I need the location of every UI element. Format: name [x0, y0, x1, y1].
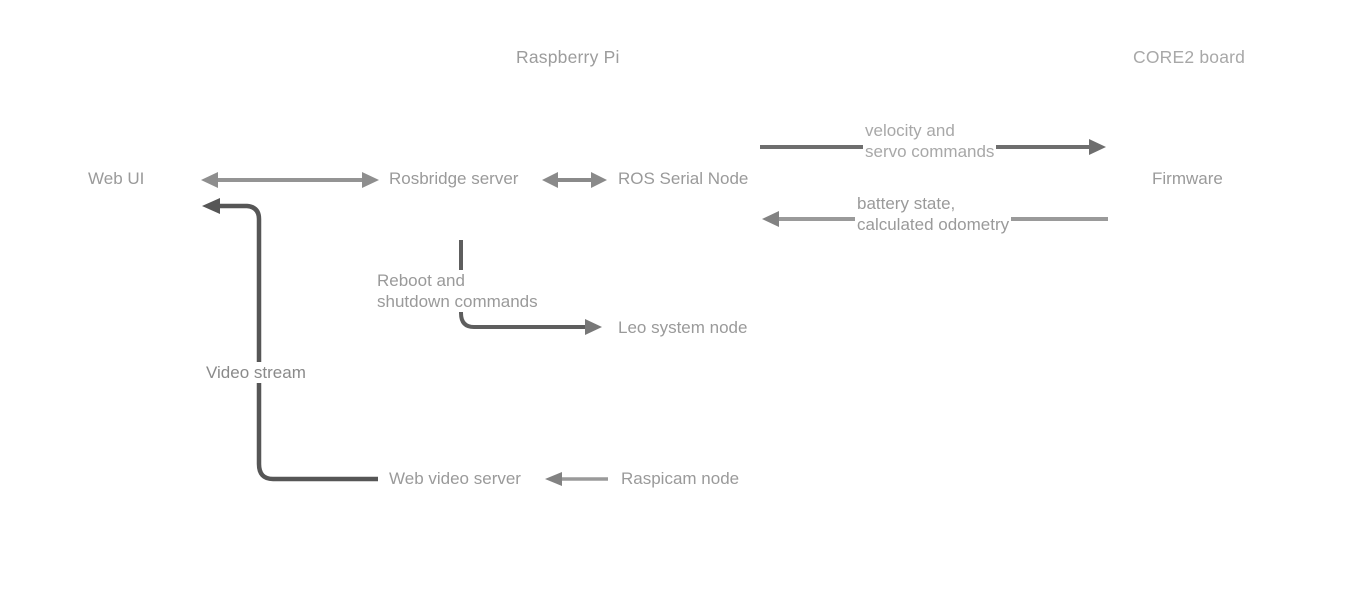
edge-label-reboot-shutdown: Reboot and shutdown commands [375, 270, 540, 312]
edge-raspicam-webvideo [545, 472, 608, 486]
edge-rosbridge-rosserial [542, 172, 607, 188]
group-title-core2-board: CORE2 board [1131, 47, 1248, 68]
node-leo-system-node: Leo system node [616, 317, 750, 338]
edge-webui-rosbridge [201, 172, 379, 188]
arrowhead-right-icon [591, 172, 607, 188]
edge-label-velocity-servo-commands: velocity and servo commands [863, 120, 997, 162]
arrowhead-left-icon [542, 172, 558, 188]
arrowhead-left-icon [201, 172, 218, 188]
arrowhead-right-icon [362, 172, 379, 188]
arrowhead-right-icon [1089, 139, 1106, 155]
node-web-ui: Web UI [86, 168, 147, 189]
group-title-raspberry-pi: Raspberry Pi [514, 47, 622, 68]
edge-label-battery-odometry: battery state, calculated odometry [855, 193, 1012, 235]
edge-label-video-stream: Video stream [204, 362, 308, 383]
node-raspicam-node: Raspicam node [619, 468, 742, 489]
arrowhead-left-icon [545, 472, 562, 486]
edge-reboot-shutdown [459, 240, 602, 335]
arrowhead-right-icon [585, 319, 602, 335]
node-web-video-server: Web video server [387, 468, 523, 489]
arrowhead-left-icon [202, 198, 220, 214]
arrowhead-left-icon [762, 211, 779, 227]
edge-video-stream [202, 198, 378, 482]
node-firmware: Firmware [1150, 168, 1225, 189]
node-rosbridge-server: Rosbridge server [387, 168, 521, 189]
node-ros-serial-node: ROS Serial Node [616, 168, 751, 189]
